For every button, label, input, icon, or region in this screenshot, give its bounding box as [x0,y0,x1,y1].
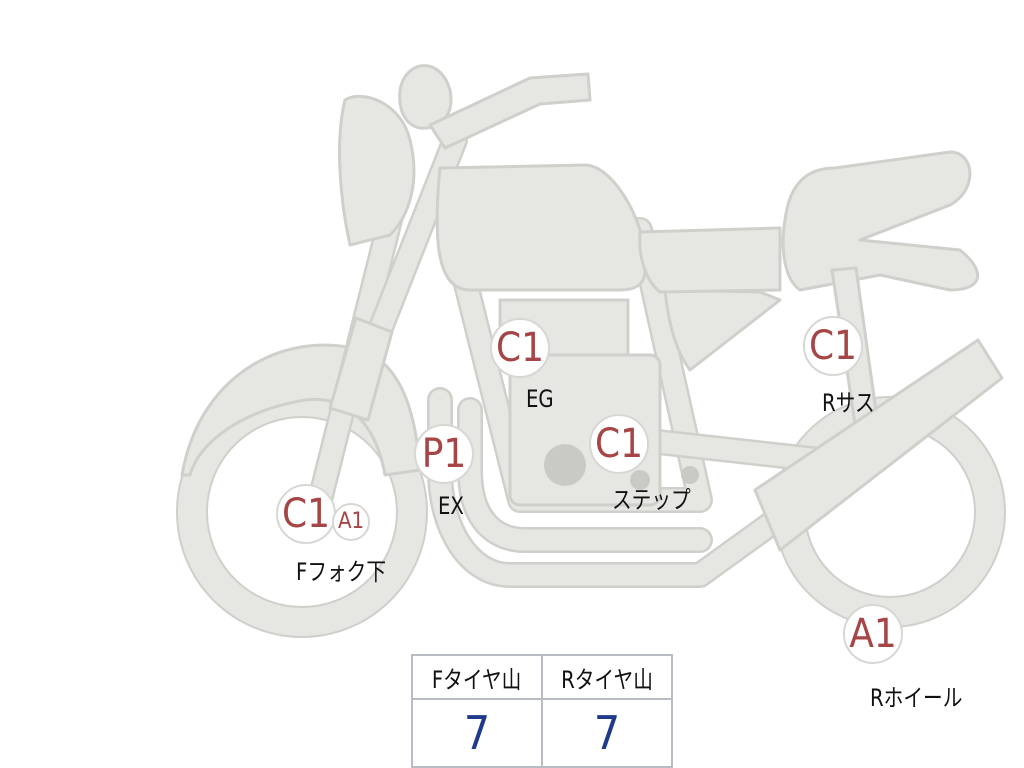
seat-rear [781,150,979,292]
f-fork-code-badge: C1 [276,484,336,544]
front-tire-value: 7 [411,698,543,768]
f-fork-label: Fフォク下 [296,558,387,586]
rear-tire-header: Rタイヤ山 [541,654,673,700]
eg-code-badge: C1 [490,318,550,378]
muffler [753,338,1004,552]
step-label: ステップ [612,486,691,514]
ex-code-badge: P1 [414,424,474,484]
eg-label: EG [526,385,554,413]
headlight [338,94,416,247]
r-wheel-code-badge: A1 [843,604,903,664]
front-tire-header: Fタイヤ山 [411,654,543,700]
r-wheel-label: Rホイール [870,684,963,712]
ex-label: EX [438,492,464,520]
r-suspension-label: Rサス [822,389,875,417]
step-code-badge: C1 [589,414,649,474]
tire-tread-table: Fタイヤ山 Rタイヤ山 7 7 [411,654,673,768]
speedometer [398,64,453,130]
handlebar [428,72,592,150]
f-fork-a-code-badge: A1 [332,503,370,541]
r-suspension-code-badge: C1 [803,316,863,376]
side-cover [663,288,782,372]
seat-front [638,226,782,294]
fuel-tank [435,163,647,292]
rear-tire-value: 7 [541,698,673,768]
